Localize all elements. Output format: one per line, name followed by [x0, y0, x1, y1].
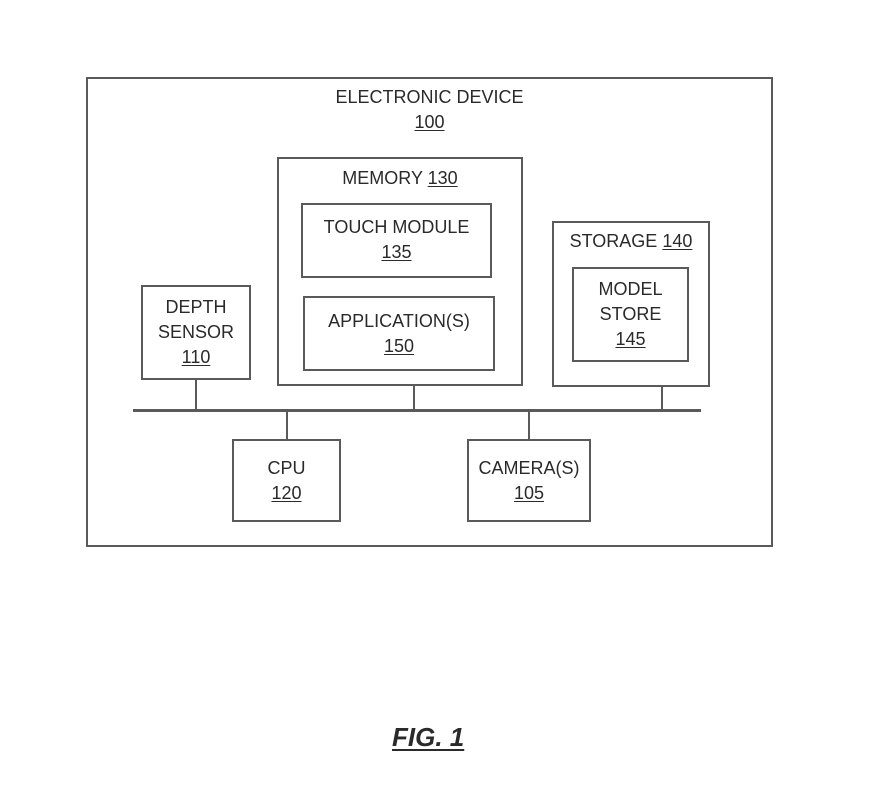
depth-sensor-ref: 110 — [181, 347, 211, 367]
electronic-device-ref: 100 — [414, 112, 445, 132]
model-store-line1: MODEL — [598, 279, 663, 299]
application-ref: 150 — [383, 336, 415, 356]
storage-title: STORAGE — [569, 231, 658, 251]
touch-module-title: TOUCH MODULE — [323, 217, 470, 237]
system-bus-line — [133, 409, 701, 412]
touch-module-ref: 135 — [381, 242, 412, 262]
camera-label: CAMERA(S) 105 — [467, 456, 591, 506]
memory-ref: 130 — [427, 168, 458, 188]
depth-sensor-line1: DEPTH — [165, 297, 227, 317]
touch-module-label: TOUCH MODULE 135 — [301, 215, 492, 265]
camera-connector — [528, 411, 530, 439]
storage-connector — [661, 387, 663, 410]
cpu-ref: 120 — [271, 483, 302, 503]
model-store-line2: STORE — [599, 304, 662, 324]
electronic-device-label: ELECTRONIC DEVICE 100 — [86, 85, 773, 135]
depth-sensor-connector — [195, 380, 197, 410]
electronic-device-title: ELECTRONIC DEVICE — [335, 87, 524, 107]
memory-title: MEMORY — [342, 168, 423, 188]
depth-sensor-box — [141, 285, 251, 380]
memory-connector — [413, 386, 415, 410]
depth-sensor-line2: SENSOR — [157, 322, 235, 342]
model-store-box — [572, 267, 689, 362]
cpu-title: CPU — [267, 458, 306, 478]
model-store-ref: 145 — [615, 329, 646, 349]
camera-title: CAMERA(S) — [478, 458, 580, 478]
cpu-label: CPU 120 — [232, 456, 341, 506]
cpu-connector — [286, 411, 288, 439]
figure-label: FIG. 1 — [392, 722, 465, 752]
storage-label: STORAGE 140 — [552, 229, 710, 254]
storage-ref: 140 — [662, 231, 693, 251]
application-label: APPLICATION(S) 150 — [303, 309, 495, 359]
camera-box — [467, 439, 591, 522]
depth-sensor-label: DEPTH SENSOR 110 — [141, 295, 251, 370]
application-title: APPLICATION(S) — [328, 311, 470, 331]
model-store-label: MODEL STORE 145 — [572, 277, 689, 352]
camera-ref: 105 — [513, 483, 545, 503]
cpu-box — [232, 439, 341, 522]
memory-label: MEMORY 130 — [277, 166, 523, 191]
touch-module-box — [301, 203, 492, 278]
application-box — [303, 296, 495, 371]
